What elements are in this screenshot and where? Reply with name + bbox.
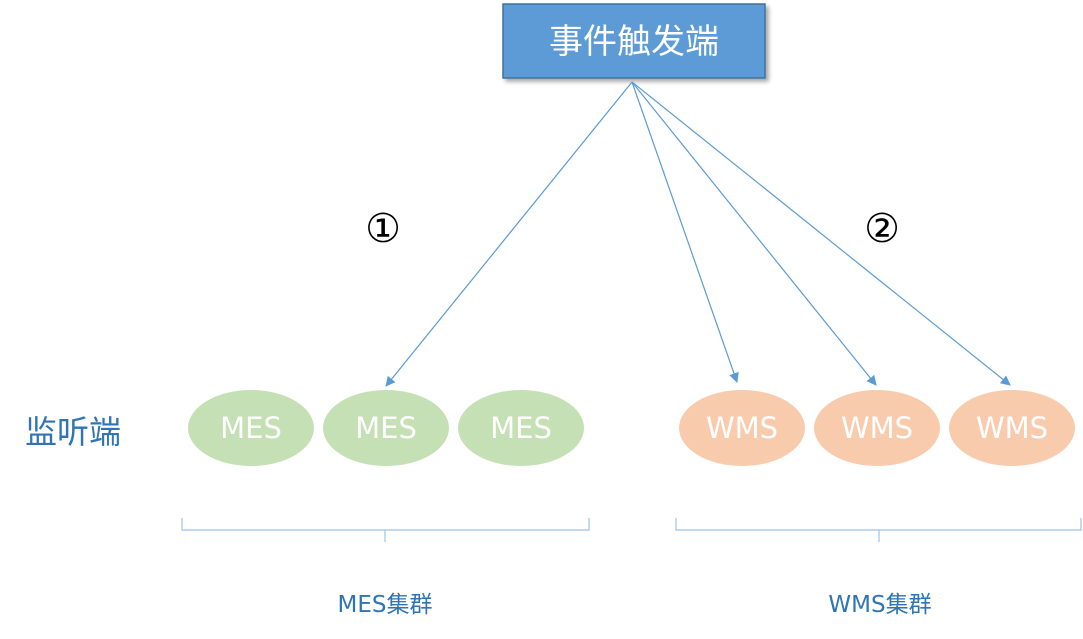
event-trigger-node: 事件触发端 (502, 3, 766, 79)
mes-node-label: MES (490, 411, 552, 445)
mes-node-shape (188, 390, 314, 466)
arrow-to-wms-2 (631, 81, 877, 386)
step-1-marker: ① (365, 206, 401, 252)
step-2-marker: ② (864, 206, 900, 252)
wms-node-shape (679, 390, 805, 466)
arrow-to-wms-1 (631, 81, 739, 383)
mes-node-label: MES (220, 411, 282, 445)
wms-cluster-label: WMS集群 (828, 592, 931, 618)
wms-node-label: WMS (706, 411, 778, 445)
wms-node-label: WMS (976, 411, 1048, 445)
event-trigger-box (502, 3, 766, 79)
arrow-group (385, 81, 1011, 387)
mes-node-shape (458, 390, 584, 466)
mes-node-shape (323, 390, 449, 466)
wms-node-2: WMS (814, 390, 940, 466)
mes-node-3: MES (458, 390, 584, 466)
event-trigger-label: 事件触发端 (549, 22, 719, 62)
mes-node-1: MES (188, 390, 314, 466)
listener-label: 监听端 (25, 413, 121, 451)
wms-node-shape (949, 390, 1075, 466)
wms-node-1: WMS (679, 390, 805, 466)
mes-node-2: MES (323, 390, 449, 466)
mes-cluster-brace (181, 518, 590, 542)
wms-cluster-brace (675, 518, 1082, 542)
wms-node-3: WMS (949, 390, 1075, 466)
arrow-to-mes-2 (385, 81, 633, 387)
arrow-to-wms-3 (631, 81, 1011, 386)
mes-node-label: MES (355, 411, 417, 445)
wms-node-shape (814, 390, 940, 466)
mes-cluster-label: MES集群 (338, 592, 433, 618)
wms-node-label: WMS (841, 411, 913, 445)
